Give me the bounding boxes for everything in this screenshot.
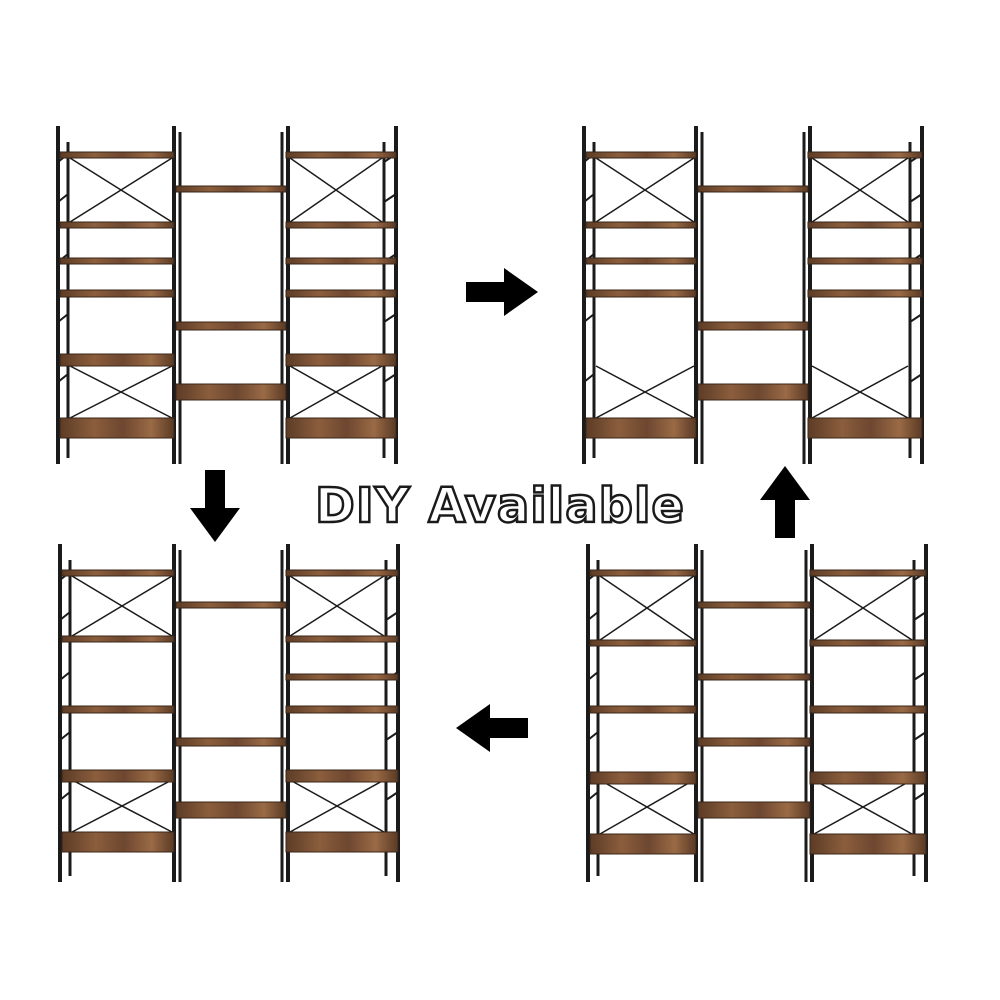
arrow-right-icon <box>466 268 538 316</box>
arrow-down-icon <box>190 470 240 542</box>
bookshelf-image <box>58 544 400 882</box>
bookshelf-configuration-3 <box>56 540 402 886</box>
diy-available-title: DIY Available <box>314 477 685 536</box>
bookshelf-image <box>586 544 928 882</box>
bookshelf-image <box>582 126 924 464</box>
bookshelf-configuration-1 <box>54 122 400 468</box>
bookshelf-configuration-2 <box>580 122 926 468</box>
arrow-up-icon <box>760 466 810 538</box>
bookshelf-configuration-4 <box>584 540 930 886</box>
arrow-left-icon <box>456 704 528 752</box>
bookshelf-image <box>56 126 398 464</box>
